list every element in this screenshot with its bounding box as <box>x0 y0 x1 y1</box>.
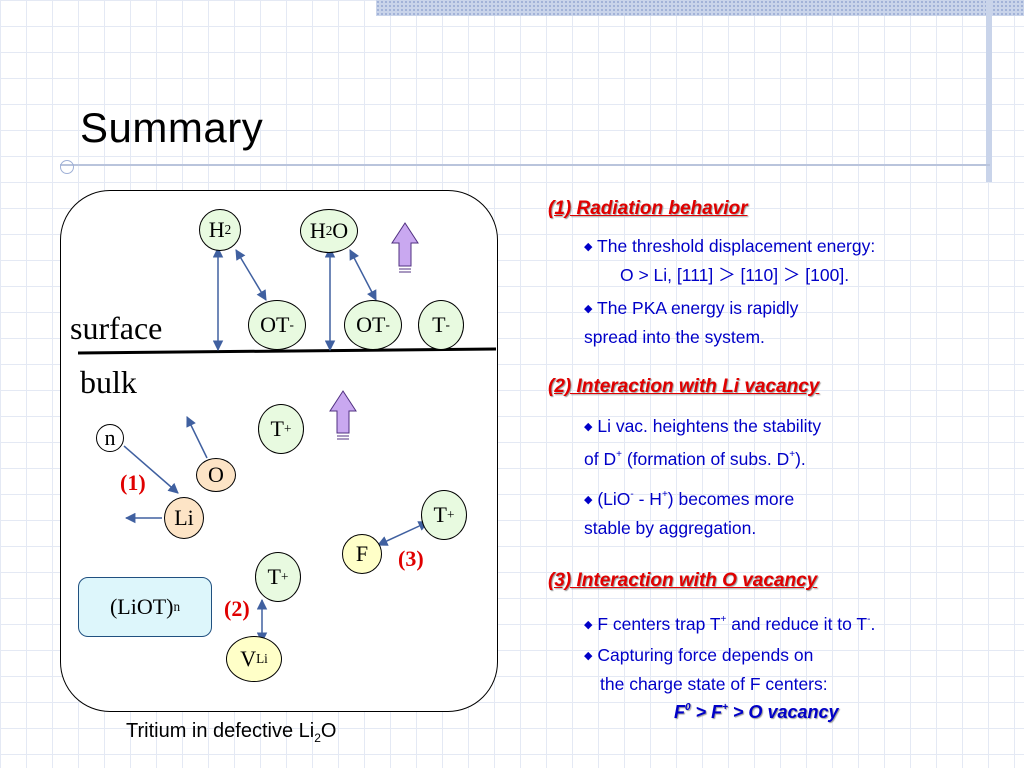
diagram-caption: Tritium in defective Li2O <box>126 720 337 745</box>
diamond-bullet-icon: ◆ <box>584 241 593 253</box>
section-3-heading: (3) Interaction with O vacancy <box>548 570 818 591</box>
label-2: (2) <box>224 596 250 621</box>
section-1-bullet-1: ◆ The threshold displacement energy: O >… <box>584 236 876 285</box>
arrow-o-recoil <box>186 416 208 459</box>
t-plus-node-2: T+ <box>421 490 467 540</box>
arrow-n-li <box>123 445 179 494</box>
arrow-h2-ot <box>235 249 267 301</box>
label-3: (3) <box>398 546 424 571</box>
lithium-node: Li <box>164 497 204 539</box>
t-plus-node-3: T+ <box>255 552 301 602</box>
liot-cluster-node: (LiOT)n <box>78 577 212 637</box>
oxygen-node: O <box>196 458 236 492</box>
arrow-h2o-ot <box>349 249 377 301</box>
diamond-bullet-icon: ◆ <box>584 650 593 662</box>
diamond-bullet-icon: ◆ <box>584 494 593 506</box>
section-2-bullet-2: ◆ (LiO- - H+) becomes more stable by agg… <box>584 489 795 538</box>
section-2-bullet-1: ◆ Li vac. heightens the stability of D+ … <box>584 416 822 469</box>
arrow-f-tplus <box>377 521 429 546</box>
ot-minus-node-1: OT- <box>248 300 306 350</box>
purple-up-arrow-top <box>391 222 419 273</box>
section-1-heading: (1) Radiation behavior <box>548 198 748 219</box>
surface-label: surface <box>70 310 163 346</box>
title-ring-decor <box>60 160 74 174</box>
section-3-bullet-2: ◆ Capturing force depends on the charge … <box>584 645 828 694</box>
f-center-node: F <box>342 534 382 574</box>
diamond-bullet-icon: ◆ <box>584 619 593 631</box>
top-decor-bar <box>376 0 1024 16</box>
neutron-node: n <box>96 424 124 452</box>
diamond-bullet-icon: ◆ <box>584 303 593 315</box>
section-3-bullet-1: ◆ F centers trap T+ and reduce it to T-. <box>584 614 876 634</box>
right-decor-bar <box>986 0 992 182</box>
ot-minus-node-2: OT- <box>344 300 402 350</box>
bulk-label: bulk <box>80 364 137 400</box>
surface-line <box>77 347 497 355</box>
t-minus-node: T- <box>418 300 464 350</box>
label-1: (1) <box>120 470 146 495</box>
section-2-heading: (2) Interaction with Li vacancy <box>548 376 820 397</box>
purple-up-arrow-bulk <box>329 390 357 440</box>
f-center-order: F0 > F+ > O vacancy <box>674 702 839 722</box>
diamond-bullet-icon: ◆ <box>584 421 593 433</box>
title-divider <box>60 164 990 166</box>
page-title: Summary <box>80 104 264 151</box>
section-1-bullet-2: ◆ The PKA energy is rapidly spread into … <box>584 298 799 347</box>
t-plus-node-1: T+ <box>258 404 304 454</box>
